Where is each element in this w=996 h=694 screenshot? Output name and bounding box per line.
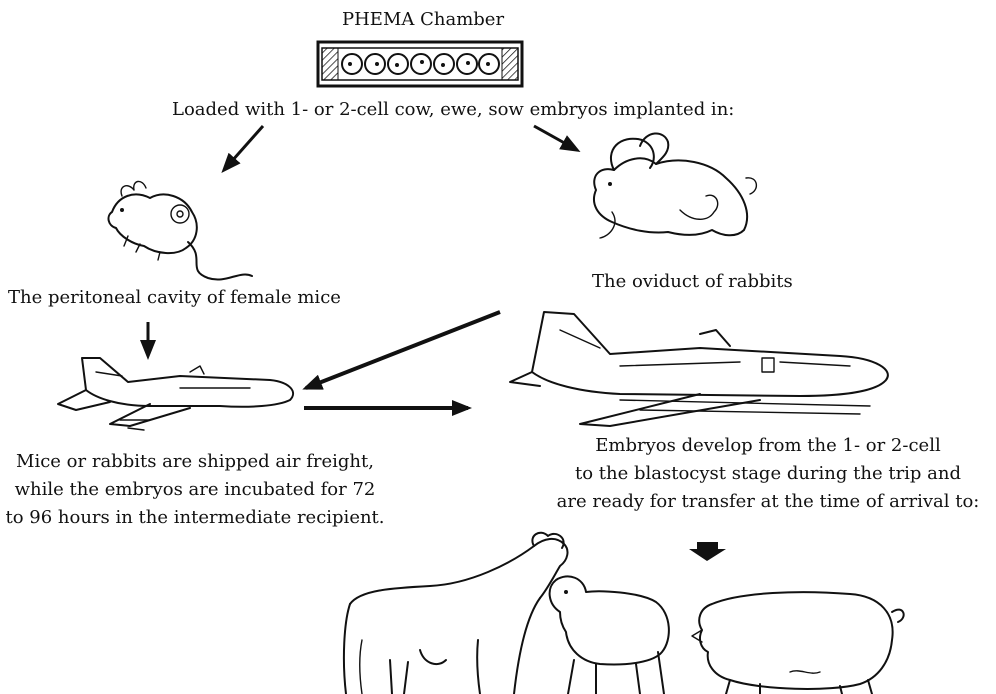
sheep-icon bbox=[550, 576, 669, 694]
rabbit-icon bbox=[594, 133, 756, 238]
pig-icon bbox=[692, 592, 904, 694]
arrow-down-block bbox=[689, 542, 726, 561]
small-airplane-icon bbox=[58, 358, 293, 430]
arrow-to-rabbit bbox=[534, 126, 577, 150]
mouse-icon bbox=[109, 181, 252, 279]
phema-chamber-icon bbox=[318, 42, 522, 86]
arrow-rabbit-to-plane bbox=[306, 312, 500, 388]
large-airplane-icon bbox=[510, 312, 888, 426]
arrow-to-mouse bbox=[224, 126, 263, 170]
cow-icon bbox=[344, 533, 568, 694]
